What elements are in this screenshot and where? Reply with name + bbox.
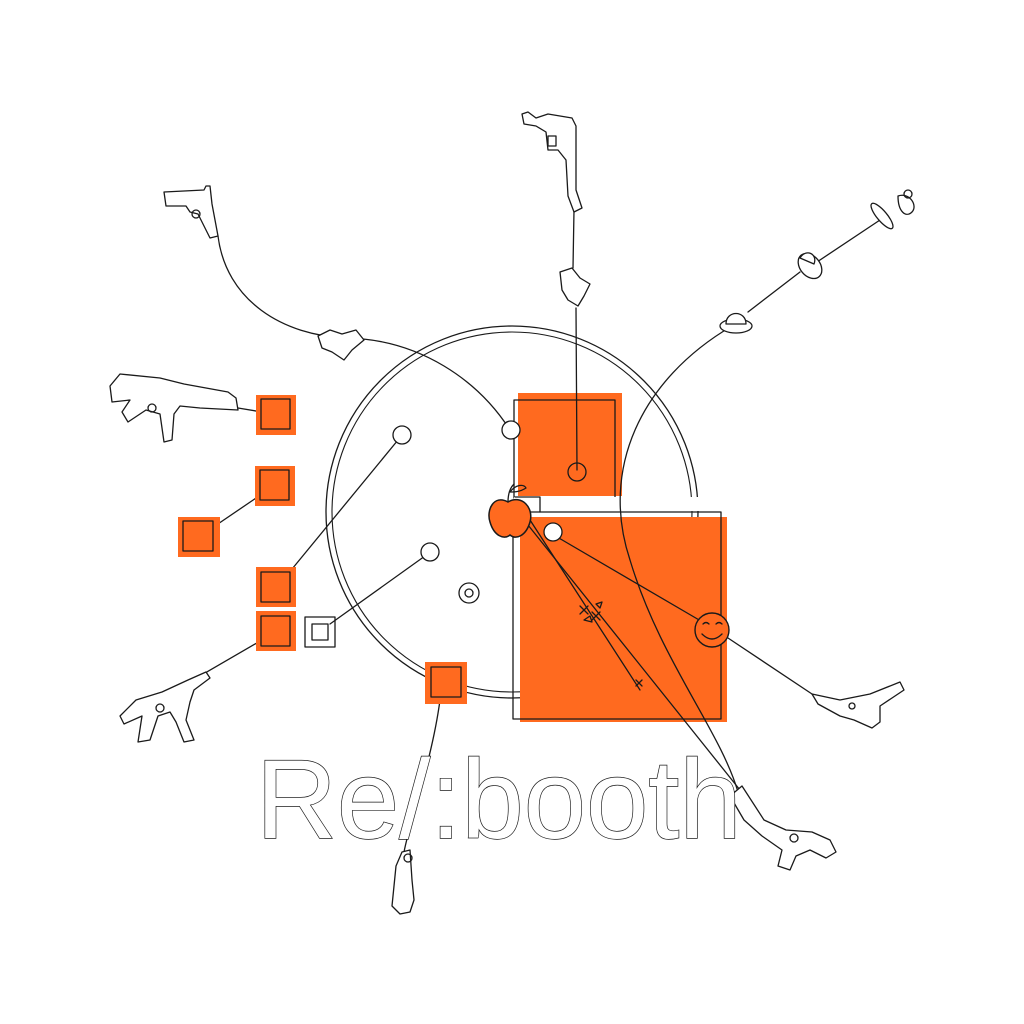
upper-orange-panel xyxy=(513,393,622,499)
node-apple-right xyxy=(543,522,563,542)
logo-text: Re/:booth xyxy=(256,737,742,862)
smg-icon xyxy=(109,267,591,443)
lower-orange-panel xyxy=(512,496,727,722)
orange-square-bottom xyxy=(425,662,467,704)
hat-1 xyxy=(719,312,753,334)
connection-lines xyxy=(185,209,881,853)
orange-square-3 xyxy=(178,517,220,557)
hat-3 xyxy=(870,189,915,230)
arrows-cross-icon xyxy=(579,601,643,687)
flintlock-pistol-icon xyxy=(391,849,415,915)
orange-square-5 xyxy=(256,611,296,651)
smiley-face-icon xyxy=(694,612,730,648)
node-left-lower xyxy=(420,542,440,562)
node-panel xyxy=(567,462,587,482)
nodes xyxy=(392,420,587,604)
node-top xyxy=(501,420,521,440)
orange-square-2 xyxy=(255,466,295,506)
assault-rifle-icon xyxy=(119,671,837,871)
target-node xyxy=(458,582,480,604)
pistol-icon xyxy=(163,111,905,729)
bowler-hat-icon xyxy=(719,189,915,334)
orange-square-4 xyxy=(256,567,296,607)
node-left-upper xyxy=(392,425,412,445)
orange-square-1 xyxy=(256,395,296,435)
hat-2 xyxy=(797,252,823,280)
left-squares xyxy=(178,395,467,704)
outline-square xyxy=(304,616,336,648)
apple-icon xyxy=(488,483,532,538)
